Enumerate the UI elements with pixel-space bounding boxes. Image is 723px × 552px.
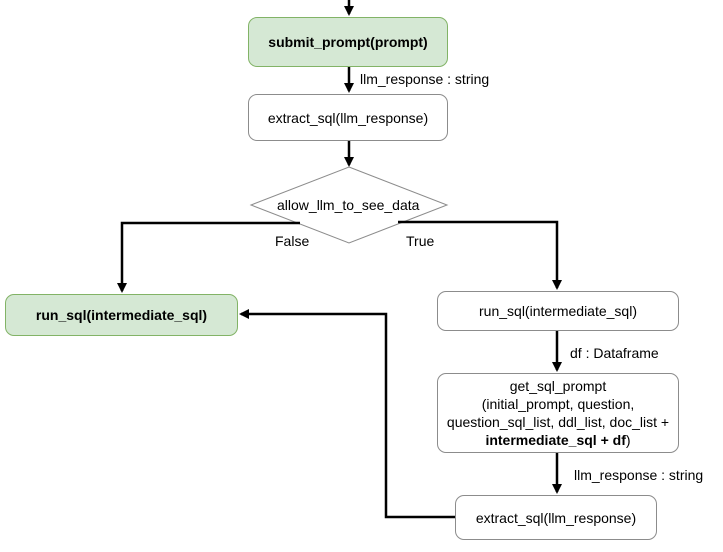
edge-label-llm-response-top: llm_response : string (360, 71, 490, 87)
decision-label: allow_llm_to_see_data (277, 197, 420, 213)
extract-sql-top-label: extract_sql(llm_response) (267, 109, 429, 126)
edge-label-false: False (275, 233, 310, 249)
run-sql-left-label: run_sql(intermediate_sql) (35, 307, 208, 323)
extract-sql-bottom-node: extract_sql(llm_response) (455, 495, 657, 540)
edge-false-branch (117, 221, 300, 293)
edge-label-llm-response-bottom: llm_response : string (574, 467, 704, 483)
get-sql-prompt-line1: get_sql_prompt (509, 378, 607, 394)
get-sql-prompt-line3: question_sql_list, ddl_list, doc_list + (446, 414, 670, 430)
edge-extract-back-to-runsql (239, 309, 455, 519)
run-sql-right-label: run_sql(intermediate_sql) (479, 303, 637, 319)
extract-sql-top-node: extract_sql(llm_response) (248, 94, 448, 141)
edge-label-true: True (406, 233, 435, 249)
get-sql-prompt-line4: intermediate_sql + df) (485, 431, 630, 449)
run-sql-right-node: run_sql(intermediate_sql) (437, 291, 679, 331)
submit-prompt-node: submit_prompt(prompt) (248, 17, 448, 67)
get-sql-prompt-line4-bold: intermediate_sql + df (485, 432, 626, 448)
run-sql-left-node: run_sql(intermediate_sql) (5, 294, 238, 336)
get-sql-prompt-node: get_sql_prompt (initial_prompt, question… (437, 373, 679, 453)
edge-label-df: df : Dataframe (570, 345, 659, 361)
extract-sql-bottom-label: extract_sql(llm_response) (475, 509, 637, 526)
get-sql-prompt-line4-tail: ) (625, 432, 631, 448)
submit-prompt-label: submit_prompt(prompt) (268, 34, 428, 50)
get-sql-prompt-line2: (initial_prompt, question, (481, 396, 635, 412)
edge-true-branch (398, 220, 562, 290)
